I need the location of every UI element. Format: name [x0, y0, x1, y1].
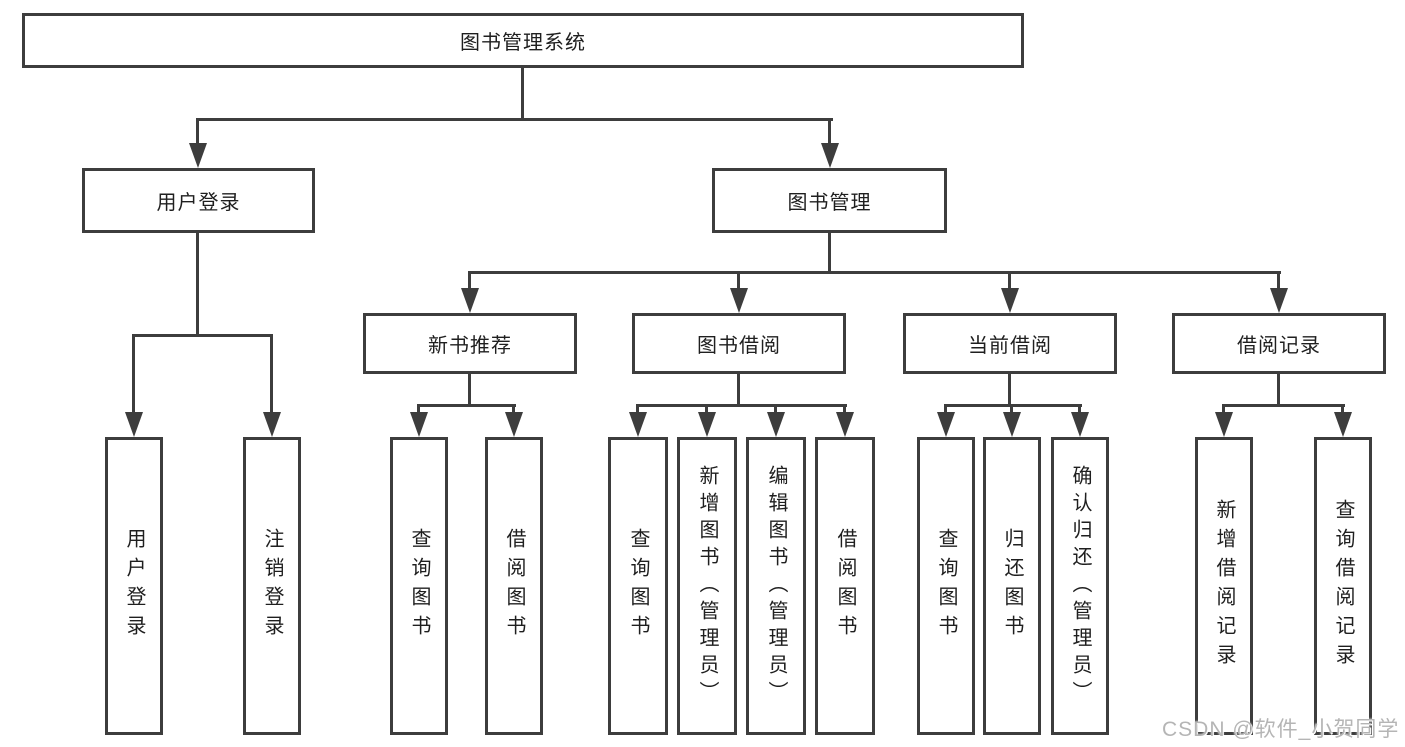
- edge-current-borrow-stem: [1008, 374, 1011, 407]
- edge-stub-user-login: [196, 120, 199, 144]
- node-label: 用户登录: [156, 192, 241, 214]
- leaf-query-books-recommend: 查询图书: [390, 437, 448, 735]
- node-label: 新书推荐: [428, 335, 512, 357]
- arrow-down-icon: [1001, 288, 1019, 313]
- node-book-management: 图书管理: [712, 168, 947, 233]
- leaf-query-books-borrow: 查询图书: [608, 437, 668, 735]
- edge-level1-splitter: [196, 118, 833, 121]
- leaf-label: 查询图书: [408, 528, 430, 644]
- edge-stub-new-books: [468, 273, 471, 289]
- leaf-label: 归还图书: [1001, 528, 1023, 644]
- node-user-login: 用户登录: [82, 168, 315, 233]
- leaf-confirm-return-admin: 确认归还（管理员）: [1051, 437, 1109, 735]
- leaf-label: 借阅图书: [834, 528, 856, 644]
- leaf-label: 新增借阅记录: [1213, 499, 1235, 673]
- edge-borrow-records-stem: [1277, 374, 1280, 407]
- leaf-label: 用户登录: [123, 528, 145, 644]
- arrow-down-icon: [189, 143, 207, 168]
- arrow-down-icon: [461, 288, 479, 313]
- edge-book-mgmt-stem: [828, 233, 831, 274]
- edge-level2-splitter: [468, 271, 1281, 274]
- arrow-down-icon: [1003, 412, 1021, 437]
- arrow-down-icon: [821, 143, 839, 168]
- arrow-down-icon: [410, 412, 428, 437]
- arrow-down-icon: [505, 412, 523, 437]
- node-current-borrowing: 当前借阅: [903, 313, 1117, 374]
- leaf-user-login: 用户登录: [105, 437, 163, 735]
- leaf-label: 注销登录: [261, 528, 283, 644]
- edge-current-borrow-splitter: [944, 404, 1082, 407]
- edge-stub-leaf: [636, 406, 639, 413]
- arrow-down-icon: [1071, 412, 1089, 437]
- arrow-down-icon: [698, 412, 716, 437]
- leaf-label: 编辑图书（管理员）: [765, 464, 787, 708]
- leaf-label: 借阅图书: [503, 528, 525, 644]
- node-label: 借阅记录: [1237, 335, 1321, 357]
- leaf-logout: 注销登录: [243, 437, 301, 735]
- node-library-system: 图书管理系统: [22, 13, 1024, 68]
- node-borrowing-records: 借阅记录: [1172, 313, 1386, 374]
- node-book-borrowing: 图书借阅: [632, 313, 846, 374]
- leaf-label: 查询图书: [935, 528, 957, 644]
- leaf-label: 查询借阅记录: [1332, 499, 1354, 673]
- edge-stub-borrow-records: [1277, 273, 1280, 289]
- arrow-down-icon: [836, 412, 854, 437]
- node-label: 图书借阅: [697, 335, 781, 357]
- arrow-down-icon: [1215, 412, 1233, 437]
- edge-stub-leaf: [1341, 406, 1344, 413]
- leaf-borrow-books-recommend: 借阅图书: [485, 437, 543, 735]
- edge-stub-leaf: [774, 406, 777, 413]
- node-label: 图书管理: [787, 192, 872, 214]
- arrow-down-icon: [937, 412, 955, 437]
- leaf-add-books-admin: 新增图书（管理员）: [677, 437, 737, 735]
- edge-stub-book-borrow: [737, 273, 740, 289]
- edge-user-login-stem: [196, 233, 199, 337]
- arrow-down-icon: [125, 412, 143, 437]
- leaf-label: 新增图书（管理员）: [696, 464, 718, 708]
- leaf-return-books: 归还图书: [983, 437, 1041, 735]
- edge-stub-login-leaf: [132, 336, 135, 413]
- arrow-down-icon: [629, 412, 647, 437]
- leaf-label: 确认归还（管理员）: [1069, 464, 1091, 708]
- edge-borrow-records-splitter: [1222, 404, 1345, 407]
- leaf-borrow-books: 借阅图书: [815, 437, 875, 735]
- edge-stub-logout-leaf: [270, 336, 273, 413]
- edge-root-stem: [521, 68, 524, 121]
- leaf-edit-books-admin: 编辑图书（管理员）: [746, 437, 806, 735]
- edge-stub-leaf: [1222, 406, 1225, 413]
- arrow-down-icon: [767, 412, 785, 437]
- edge-new-books-stem: [468, 374, 471, 407]
- edge-book-borrow-stem: [737, 374, 740, 407]
- arrow-down-icon: [263, 412, 281, 437]
- leaf-label: 查询图书: [627, 528, 649, 644]
- arrow-down-icon: [1270, 288, 1288, 313]
- edge-stub-leaf: [944, 406, 947, 413]
- edge-stub-leaf: [512, 406, 515, 413]
- edge-stub-current-borrow: [1008, 273, 1011, 289]
- node-new-book-recommend: 新书推荐: [363, 313, 577, 374]
- csdn-watermark: CSDN @软件_小贺同学: [1162, 718, 1400, 741]
- edge-user-login-splitter: [132, 334, 273, 337]
- node-label: 图书管理系统: [460, 32, 586, 54]
- node-label: 当前借阅: [968, 335, 1052, 357]
- edge-stub-leaf: [1078, 406, 1081, 413]
- edge-stub-leaf: [417, 406, 420, 413]
- arrow-down-icon: [730, 288, 748, 313]
- leaf-query-borrow-record: 查询借阅记录: [1314, 437, 1372, 735]
- leaf-add-borrow-record: 新增借阅记录: [1195, 437, 1253, 735]
- edge-stub-leaf: [705, 406, 708, 413]
- arrow-down-icon: [1334, 412, 1352, 437]
- edge-new-books-splitter: [417, 404, 516, 407]
- edge-book-borrow-splitter: [636, 404, 847, 407]
- leaf-query-books-current: 查询图书: [917, 437, 975, 735]
- edge-stub-book-mgmt: [828, 120, 831, 144]
- edge-stub-leaf: [843, 406, 846, 413]
- edge-stub-leaf: [1010, 406, 1013, 413]
